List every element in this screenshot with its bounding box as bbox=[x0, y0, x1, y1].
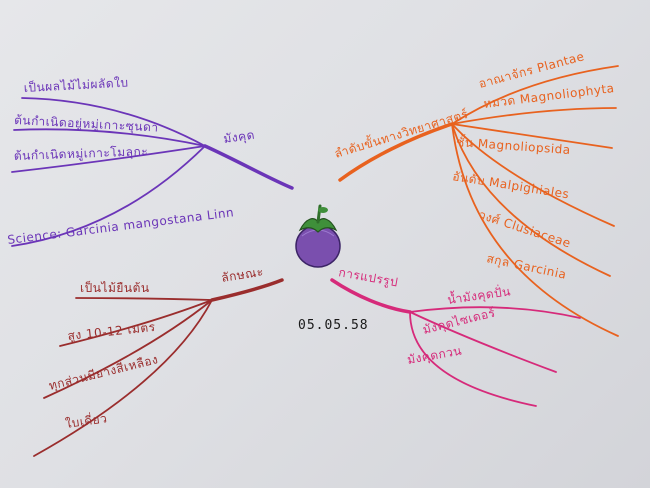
branch-line bbox=[451, 123, 613, 149]
branch-line bbox=[409, 311, 537, 407]
branch-line bbox=[13, 128, 206, 147]
leaf-label: เป็นผลไม้ไม่ผลัดใบ bbox=[23, 75, 129, 95]
leaf-label: ต้นกำเนิดหมู่เกาะโมลุกะ bbox=[14, 144, 149, 164]
leaf-label: หมวด Magnoliophyta bbox=[483, 81, 616, 111]
branch-line bbox=[451, 123, 619, 337]
branch-top-left: มังคุดเป็นผลไม้ไม่ผลัดใบต้นกำเนิดอยู่หมู… bbox=[7, 75, 294, 247]
branch-line bbox=[451, 65, 619, 125]
branch-connector bbox=[330, 278, 412, 314]
branch-title: มังคุด bbox=[222, 128, 255, 147]
branch-line bbox=[409, 306, 581, 319]
leaf-label: ทุกส่วนมียางสีเหลือง bbox=[47, 352, 160, 394]
branch-line bbox=[11, 145, 206, 247]
branch-line bbox=[75, 297, 213, 301]
branch-connector bbox=[338, 122, 454, 182]
leaf-label: วงศ์ Clusiaceae bbox=[477, 208, 573, 251]
branch-line bbox=[59, 299, 213, 347]
branch-line bbox=[33, 299, 213, 457]
leaf-label: น้ำมังคุดปั่น bbox=[446, 282, 512, 308]
branch-line bbox=[43, 299, 213, 399]
leaf-label: อันดับ Malpighiales bbox=[452, 169, 571, 201]
branch-title: ลำดับขั้นทางวิทยาศาสตร์ bbox=[332, 105, 470, 161]
fruit-stem-cap bbox=[318, 207, 328, 213]
leaf-label: อาณาจักร Plantae bbox=[477, 49, 586, 91]
fruit-calyx bbox=[298, 218, 338, 233]
branch-line bbox=[451, 123, 611, 277]
leaf-label: สกุล Garcinia bbox=[485, 251, 568, 283]
leaf-label: เป็นไม้ยืนต้น bbox=[80, 280, 150, 295]
branch-connector bbox=[203, 144, 294, 190]
branch-line bbox=[409, 311, 557, 373]
branch-line bbox=[21, 97, 206, 147]
mangosteen-icon bbox=[295, 204, 341, 268]
branch-line bbox=[451, 123, 615, 227]
branch-title: การแปรรูป bbox=[337, 265, 399, 290]
leaf-label: สูง 10-12 เมตร bbox=[67, 320, 157, 344]
branch-bottom-right: การแปรรูปน้ำมังคุดปั่นมังคุดไซเดอร์มังคุ… bbox=[330, 265, 581, 407]
branch-line bbox=[11, 145, 206, 173]
leaf-label: Science: Garcinia mangostana Linn bbox=[7, 205, 235, 247]
branch-line bbox=[451, 107, 617, 125]
date-label: 05.05.58 bbox=[298, 318, 369, 333]
leaf-label: ใบเดี่ยว bbox=[64, 409, 108, 431]
branch-title: ลักษณะ bbox=[220, 264, 264, 284]
branch-connector bbox=[210, 278, 284, 302]
